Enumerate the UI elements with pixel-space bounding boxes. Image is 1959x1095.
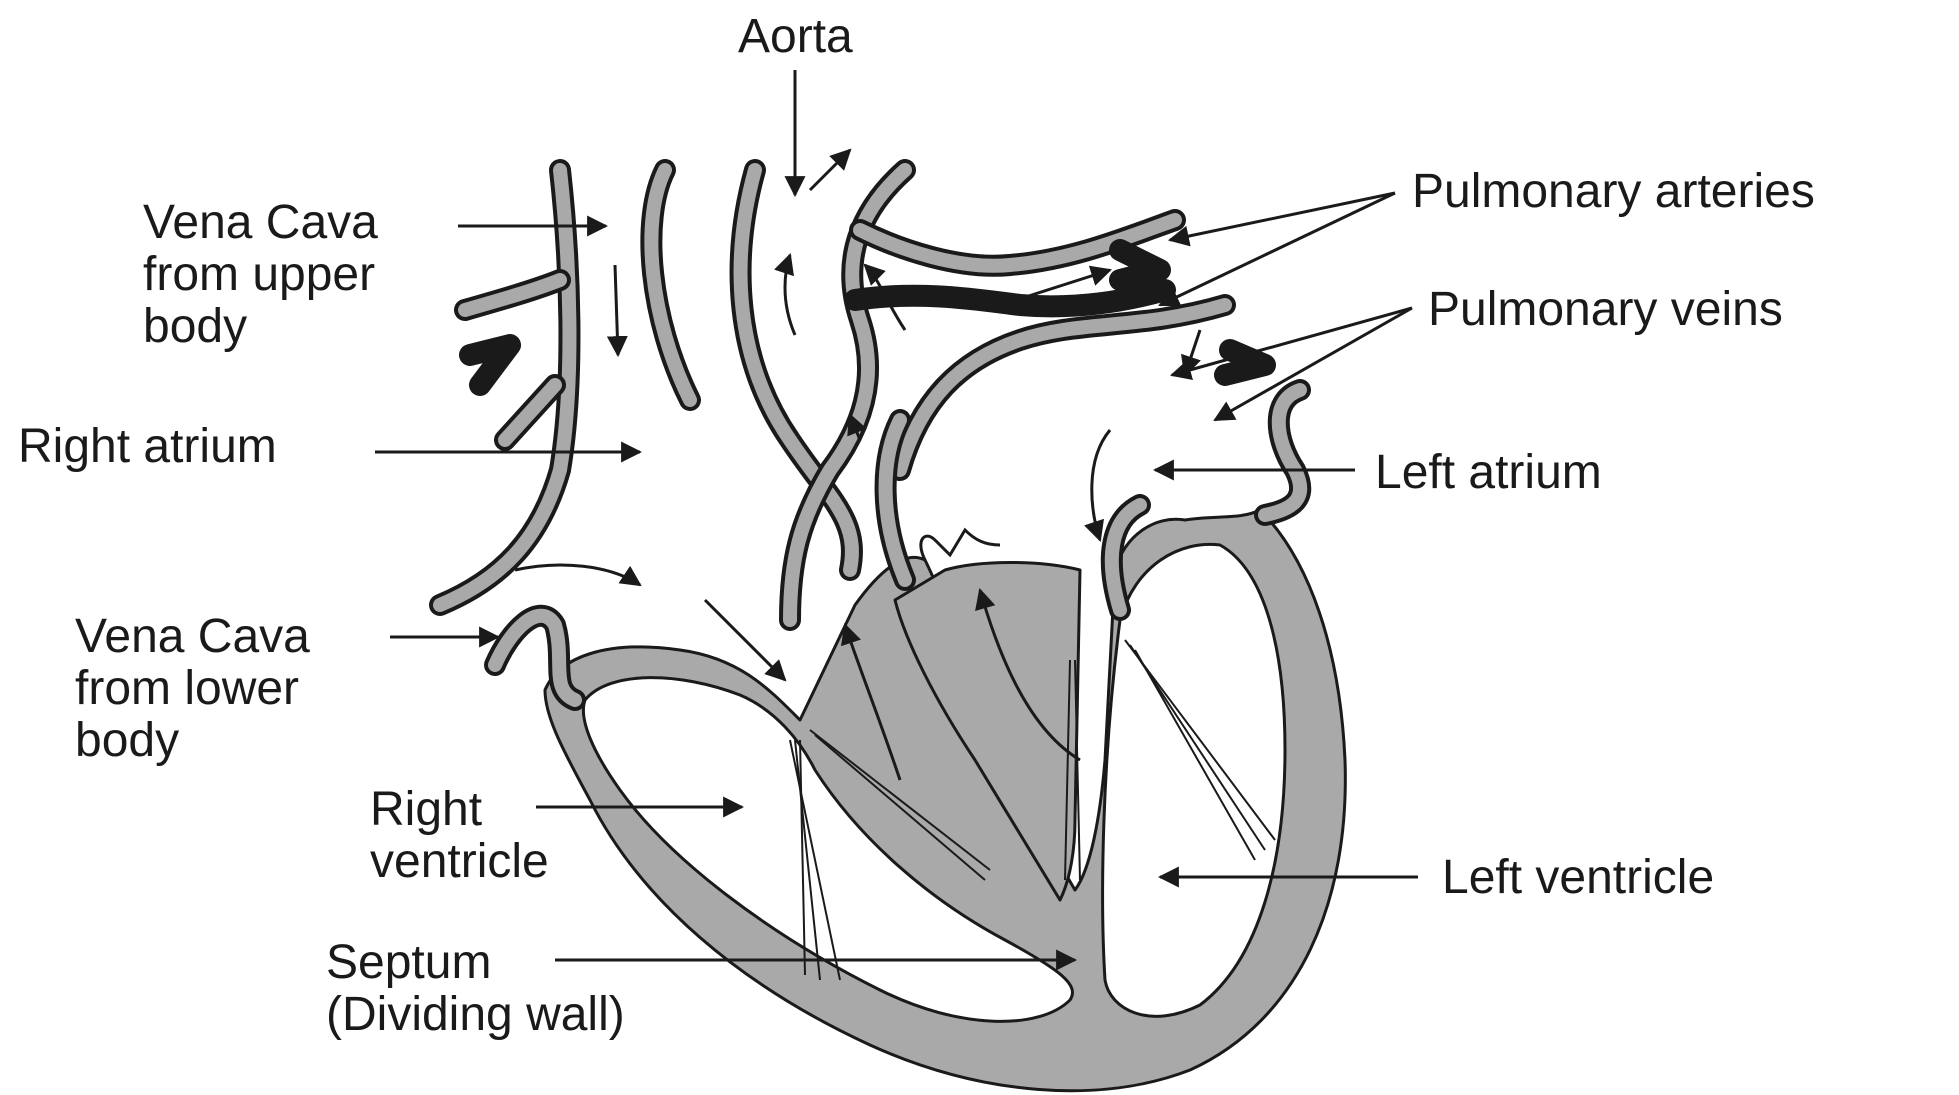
label-vena-cava-upper-1: Vena Cava: [143, 196, 378, 249]
label-vena-cava-upper-3: body: [143, 300, 247, 353]
label-septum-2: (Dividing wall): [326, 988, 625, 1041]
label-left-atrium: Left atrium: [1375, 446, 1602, 499]
label-pulmonary-veins: Pulmonary veins: [1428, 283, 1783, 336]
label-vena-cava-lower-3: body: [75, 714, 179, 767]
label-septum-1: Septum: [326, 936, 491, 989]
label-right-ventricle-1: Right: [370, 783, 482, 836]
label-vena-cava-lower-1: Vena Cava: [75, 610, 310, 663]
label-right-atrium: Right atrium: [18, 420, 277, 473]
heart-walls: [545, 510, 1345, 1091]
label-left-ventricle: Left ventricle: [1442, 851, 1714, 904]
leader-pulmonary-arteries-2: [1160, 193, 1395, 305]
label-right-ventricle-2: ventricle: [370, 835, 549, 888]
label-aorta: Aorta: [738, 10, 853, 63]
leader-pulmonary-arteries-1: [1170, 193, 1395, 240]
label-vena-cava-upper-2: from upper: [143, 248, 375, 301]
label-pulmonary-arteries: Pulmonary arteries: [1412, 165, 1815, 218]
label-vena-cava-lower-2: from lower: [75, 662, 299, 715]
